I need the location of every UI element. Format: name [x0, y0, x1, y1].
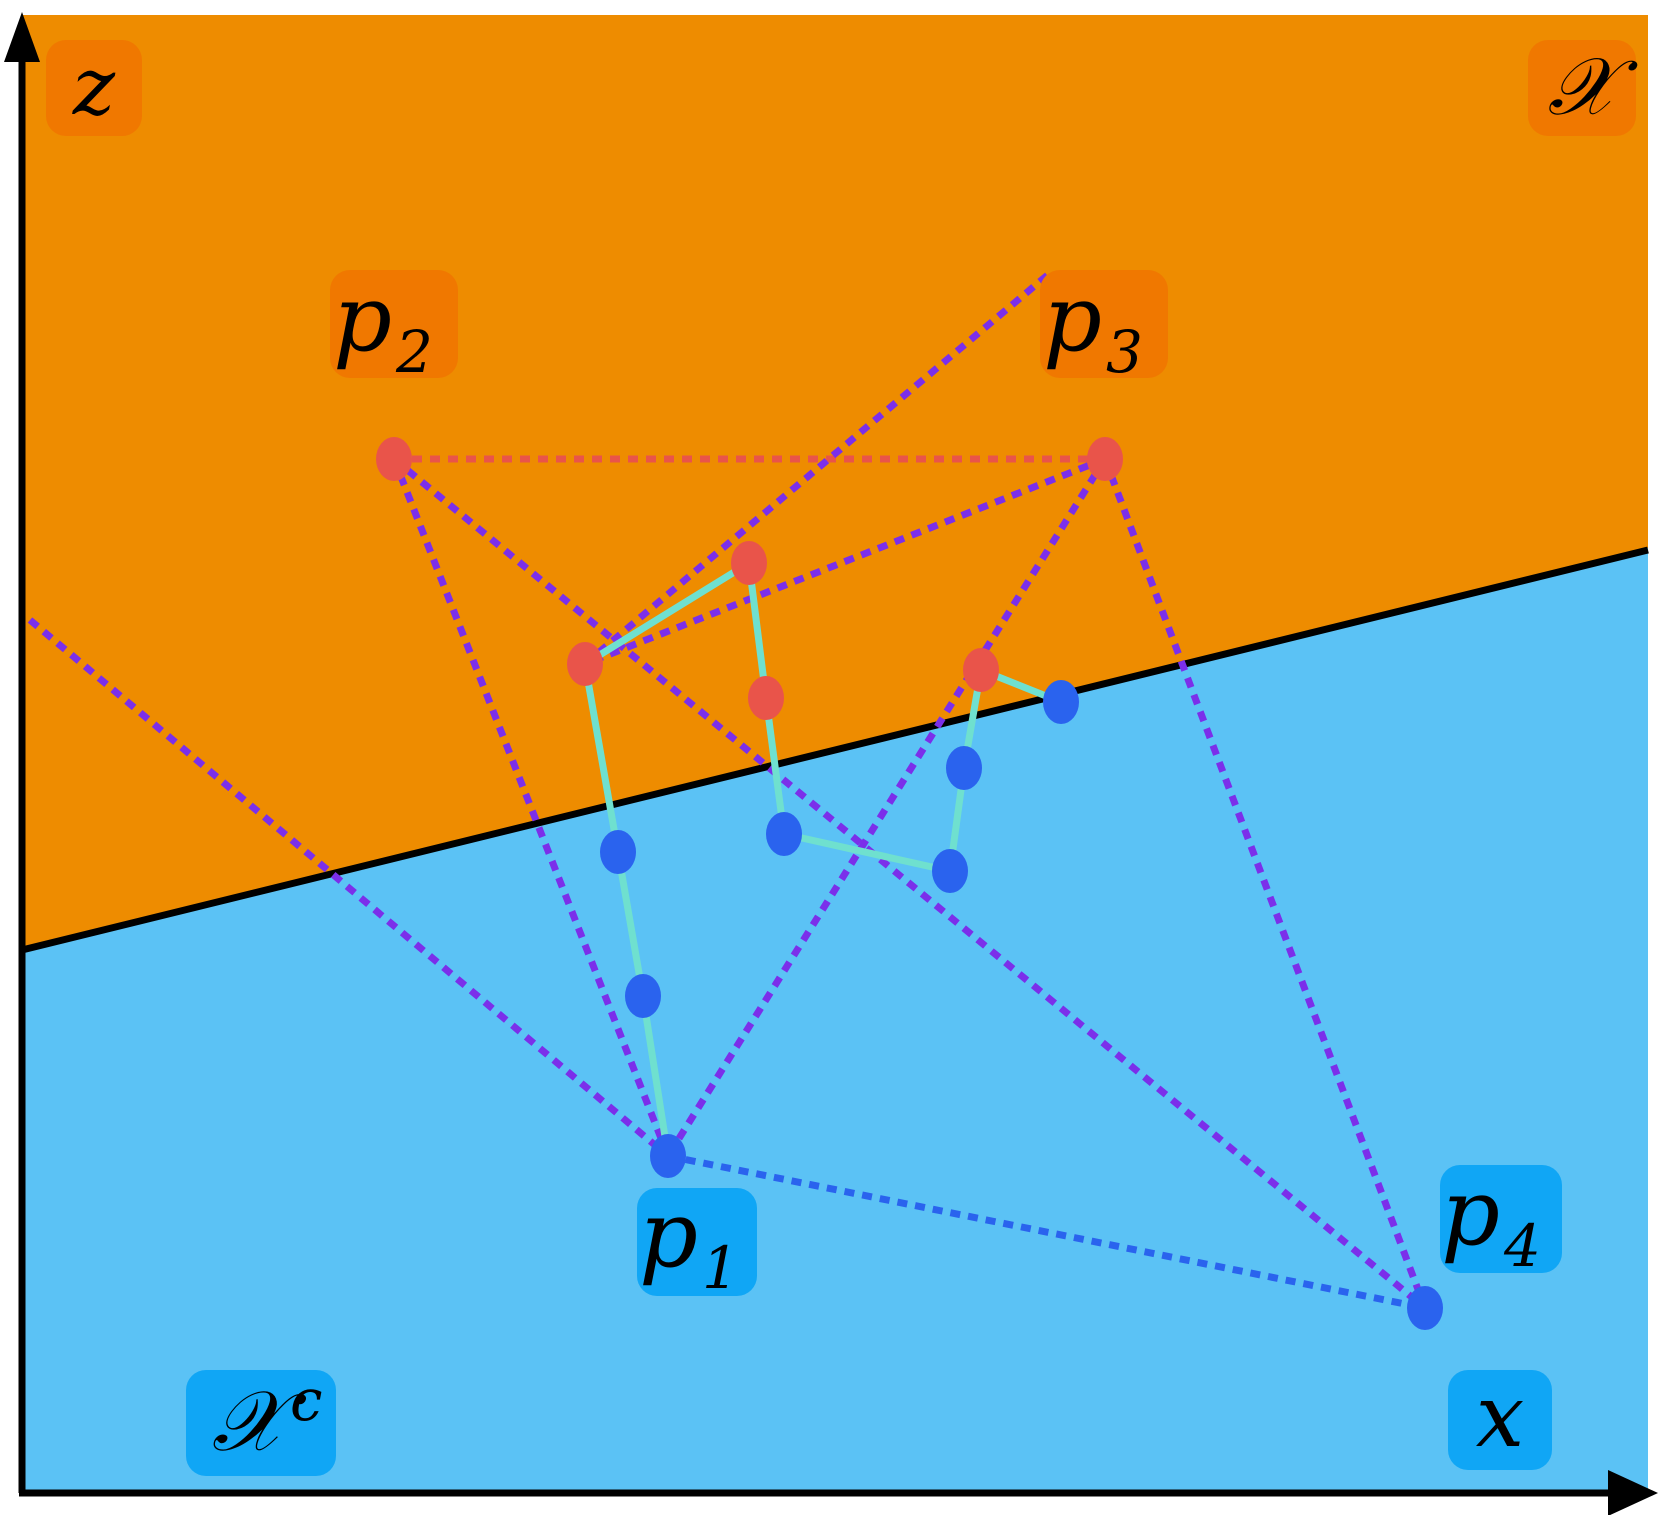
p1-label: p — [639, 1181, 698, 1288]
label-set-x: 𝒳 — [1528, 40, 1639, 136]
label-z: z — [46, 40, 142, 136]
path-segment — [614, 848, 647, 1000]
path-segment — [639, 992, 672, 1160]
path-node — [946, 746, 982, 790]
p2-label: p — [333, 265, 392, 372]
z-axis-label: z — [72, 40, 116, 133]
arrow-up-icon — [4, 12, 40, 62]
label-set-xc: 𝒳 c — [186, 1366, 336, 1476]
path-segment — [581, 559, 753, 668]
label-box — [1440, 1165, 1562, 1273]
set-xc-superscript: c — [290, 1366, 322, 1434]
path-node — [766, 812, 802, 856]
arrow-right-icon — [1608, 1470, 1658, 1515]
dotted-line-p2-p4 — [391, 456, 1428, 1311]
path-segment — [780, 830, 954, 875]
point-p3 — [1087, 437, 1123, 481]
label-p4: p 4 — [1440, 1159, 1562, 1280]
label-p2: p 2 — [330, 265, 458, 386]
label-box — [46, 40, 142, 136]
region-xc — [22, 548, 1648, 1490]
dotted-line-p3-p4 — [1101, 457, 1429, 1310]
path-node — [963, 648, 999, 692]
x-axis-label: x — [1476, 1367, 1525, 1467]
path-segment — [762, 694, 788, 838]
p3-label: p — [1043, 265, 1102, 372]
path-node — [600, 830, 636, 874]
dotted-line-p1-p4 — [667, 1152, 1426, 1312]
decision-boundary — [21, 546, 1649, 954]
dotted-line-p3-node — [583, 455, 1107, 668]
label-box — [637, 1188, 757, 1296]
p3-letter: p — [1043, 265, 1102, 372]
point-p2 — [376, 437, 412, 481]
path-node — [731, 541, 767, 585]
dotted-line-p3-p1 — [665, 457, 1108, 1158]
label-box — [1528, 40, 1636, 136]
p3-subscript: 3 — [1106, 318, 1143, 386]
axes — [4, 12, 1658, 1515]
p4-subscript: 4 — [1503, 1212, 1541, 1280]
path-node — [1043, 680, 1079, 724]
path-segment — [581, 660, 622, 856]
points-in-xc — [600, 680, 1443, 1330]
point-p4 — [1407, 1286, 1443, 1330]
label-p1: p 1 — [637, 1181, 757, 1302]
points-in-x — [376, 437, 1123, 720]
label-box — [330, 270, 458, 378]
p2-subscript: 2 — [395, 318, 433, 386]
label-box — [186, 1370, 336, 1476]
region-x — [22, 15, 1648, 950]
p2-letter: p — [333, 265, 392, 372]
p1-subscript: 1 — [702, 1234, 739, 1302]
dotted-line-left-edge-p1 — [27, 617, 671, 1159]
label-p3: p 3 — [1040, 265, 1168, 386]
path-node — [567, 642, 603, 686]
path-node — [748, 676, 784, 720]
dotted-connections — [27, 270, 1429, 1312]
p4-label: p — [1441, 1159, 1500, 1266]
label-box — [1040, 270, 1168, 378]
label-box — [1448, 1370, 1552, 1470]
dotted-line-node-top — [582, 270, 1053, 667]
path-node — [932, 849, 968, 893]
p1-letter: p — [639, 1181, 698, 1288]
path-node — [625, 974, 661, 1018]
label-x: x — [1448, 1367, 1552, 1470]
path-segment — [745, 559, 770, 702]
point-p1 — [650, 1134, 686, 1178]
p4-letter: p — [1441, 1159, 1500, 1266]
